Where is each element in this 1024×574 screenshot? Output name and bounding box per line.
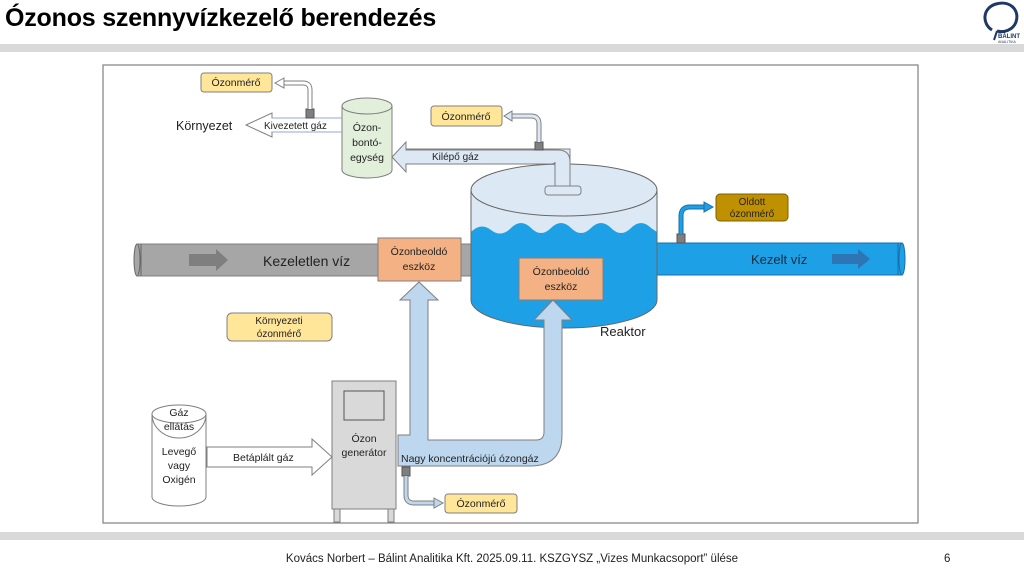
svg-text:ellátás: ellátás [164,421,194,433]
svg-text:generátor: generátor [342,447,387,459]
svg-text:bontó-: bontó- [352,137,382,149]
logo-text: BÁLINT [998,33,1020,40]
environment-label: Környezet [176,119,233,133]
high-concentration-gas-pipe: Nagy koncentrációjú ózongáz [397,281,574,509]
svg-text:egység: egység [350,152,384,164]
feed-gas-label: Betáplált gáz [233,452,294,464]
reactor-ozone-dissolver: Ózonbeoldó eszköz [518,257,604,301]
footer-divider [0,532,1024,540]
svg-text:ózonmérő: ózonmérő [257,329,302,340]
header-divider [0,44,1024,52]
exit-gas-label: Kilépő gáz [432,152,479,163]
svg-text:vagy: vagy [168,460,191,472]
feed-gas-arrow: Betáplált gáz [206,437,333,477]
page-number: 6 [944,553,951,565]
svg-text:Ózonmérő: Ózonmérő [211,76,260,89]
flow-arrow-icon [189,249,228,271]
untreated-water-pipe: Kezeletlen víz [133,243,478,277]
svg-text:Ózonbeoldó: Ózonbeoldó [533,265,590,278]
logo-subtext: ANALITIKA [998,40,1017,44]
ambient-ozone-meter: Környezeti ózonmérő [226,312,333,342]
svg-text:Oxigén: Oxigén [162,474,195,486]
ozone-meter-exit-gas: Ózonmérő [430,105,503,127]
svg-text:eszköz: eszköz [545,281,578,293]
treated-water-pipe: Kezelt víz [649,242,906,276]
svg-text:Gáz: Gáz [169,407,188,419]
vented-gas-arrow: Kivezetett gáz Környezet [176,77,343,138]
slide-footer: Kovács Norbert – Bálint Analitika Kft. 2… [285,553,739,565]
generator-display [343,390,385,421]
slide-title: Ózonos szennyvízkezelő berendezés [5,4,437,32]
svg-text:Ózon: Ózon [351,432,376,445]
ozone-generator: Ózon generátor [331,380,397,523]
svg-text:eszköz: eszköz [403,261,436,273]
sensor-port [401,466,411,477]
treated-water-label: Kezelt víz [751,252,807,267]
inline-ozone-dissolver: Ózonbeoldó eszköz [377,237,462,282]
reactor-label: Reaktor [600,324,646,339]
untreated-water-label: Kezeletlen víz [263,253,350,269]
svg-text:Ózonmérő: Ózonmérő [456,497,505,510]
svg-text:Ózonmérő: Ózonmérő [441,110,490,123]
high-concentration-gas-label: Nagy koncentrációjú ózongáz [401,453,539,465]
sensor-port [534,141,544,151]
gas-outlet-cap [544,185,582,196]
vented-gas-label: Kivezetett gáz [264,121,327,132]
gas-supply-cylinder: Gáz ellátás Levegő vagy Oxigén [151,404,207,507]
svg-text:Ózon-: Ózon- [353,121,382,134]
sensor-port [676,233,686,244]
sensor-port [305,108,315,119]
ozone-destructor-unit: Ózon- bontó- egység [341,97,393,179]
dissolved-ozone-meter: Oldott ózonmérő [676,193,789,244]
ozone-meter-generator-output: Ózonmérő [444,493,518,514]
svg-text:Oldott: Oldott [739,197,766,208]
ozone-meter-vented-gas: Ózonmérő [200,72,273,93]
svg-text:Környezeti: Környezeti [255,316,302,327]
exit-gas-pipe: Kilépő gáz [391,110,582,196]
svg-text:Ózonbeoldó: Ózonbeoldó [391,245,448,258]
svg-text:ózonmérő: ózonmérő [730,209,775,220]
ozone-treatment-diagram: Kezeletlen víz Kezelt víz Reaktor Ózonbe… [102,64,919,524]
flow-arrow-icon [832,249,870,269]
balint-logo: BÁLINT ANALITIKA [983,1,1020,44]
svg-text:Levegő: Levegő [162,446,197,458]
